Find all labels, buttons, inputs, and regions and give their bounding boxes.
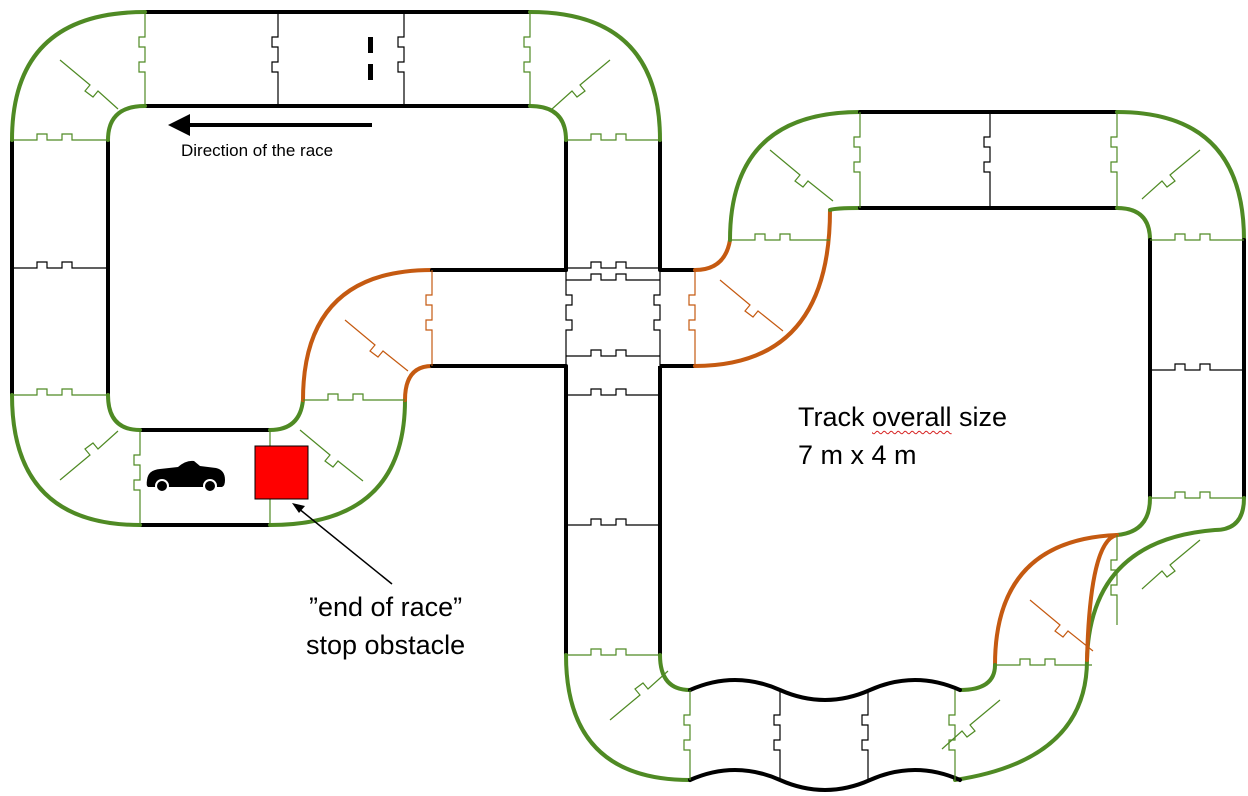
size-word-track: Track (798, 402, 872, 432)
joint (59, 59, 119, 110)
joint (271, 12, 279, 106)
joint (12, 261, 108, 269)
curve-orange-inner (403, 364, 434, 402)
joint (12, 133, 108, 141)
curve-orange-a-outer (693, 208, 832, 368)
joint (523, 12, 531, 106)
curve-top-left-outer (10, 10, 147, 142)
curve-bottom-mid-outer (268, 398, 407, 527)
stop-label-line2: stop obstacle (306, 630, 466, 660)
curve-right-bottom-outer (953, 496, 1246, 782)
stop-obstacle-label: ”end of race” stop obstacle (306, 588, 465, 664)
curve-right-top-right-outer (1115, 110, 1246, 242)
curve-right-inner-bottom (958, 663, 997, 692)
joint (995, 658, 1092, 666)
curve-orange-outer (301, 268, 434, 402)
curve-top-right-inner (528, 104, 568, 142)
crossing (564, 268, 695, 655)
track-size-line1: Track overall size (798, 398, 1007, 436)
joint (59, 430, 119, 481)
joint (566, 648, 660, 656)
joint (861, 690, 869, 780)
start-line-marks (368, 37, 373, 80)
joint (566, 349, 660, 357)
curve-right-top-left-outer (728, 110, 862, 242)
pointer-arrow (292, 503, 393, 585)
joint (551, 59, 611, 110)
arrow-head (168, 114, 190, 136)
car-wheel (155, 479, 169, 493)
joint (688, 270, 696, 366)
curve-right-bottom-inner (1115, 496, 1152, 537)
joint (397, 12, 405, 106)
joint (769, 149, 834, 202)
joint (653, 270, 661, 366)
curve-bottom-mid-inner (268, 398, 305, 432)
left-loop (10, 10, 662, 527)
curve-right-bottom-left-outer (564, 653, 692, 782)
curve-right-bottom-left-inner (658, 653, 692, 692)
joint (138, 12, 146, 106)
joint (1110, 535, 1118, 625)
joint (1150, 491, 1244, 499)
joint (1029, 599, 1094, 652)
joint (941, 699, 1001, 750)
curve-top-right-outer (528, 10, 662, 142)
joint (566, 518, 660, 526)
curve-right-top-right-inner (1115, 206, 1152, 242)
puzzle-joints (12, 12, 1244, 780)
car-wheel (203, 479, 217, 493)
joint (1141, 539, 1201, 590)
curve-right-top-left-inner (828, 206, 862, 212)
joint (948, 690, 956, 780)
curve-bottom-left-outer (10, 393, 142, 527)
joint (566, 388, 660, 396)
start-dash (368, 64, 373, 80)
joint (683, 690, 691, 780)
track-size-line2: 7 m x 4 m (798, 440, 917, 470)
joint (566, 261, 660, 269)
curve-orange-b-outer (993, 533, 1119, 667)
joint (853, 112, 861, 208)
joint (344, 319, 409, 372)
track-size-label: Track overall size 7 m x 4 m (798, 398, 1007, 474)
joint (1110, 112, 1118, 208)
pointer-head (292, 503, 305, 513)
joint (566, 133, 660, 141)
size-word-overall: overall (872, 402, 952, 432)
joint (1141, 149, 1201, 200)
joint (719, 279, 784, 332)
joint (565, 270, 573, 366)
joint (1150, 363, 1244, 371)
joint (303, 393, 405, 401)
car-icon (146, 460, 225, 493)
curve-orange-a-inner (693, 238, 732, 272)
size-word-size: size (951, 402, 1008, 432)
joint (773, 690, 781, 780)
stop-obstacle-icon (254, 445, 309, 500)
joint (425, 270, 433, 366)
joint (133, 430, 141, 525)
stop-label-line1: ”end of race” (309, 592, 463, 622)
joint (983, 112, 991, 208)
joint (299, 429, 364, 482)
pointer-shaft (297, 507, 393, 585)
direction-arrow-icon (168, 114, 372, 136)
curve-orange-b-inner (1085, 533, 1119, 662)
wavy-edge-inner (688, 678, 962, 702)
start-dash (368, 37, 373, 53)
joint (566, 273, 660, 281)
joint (730, 233, 830, 241)
joint (609, 670, 669, 721)
curve-top-left-inner (106, 104, 147, 142)
wavy-edge-outer (688, 768, 962, 792)
right-loop (564, 110, 1246, 792)
joint (12, 388, 108, 396)
curve-bottom-left-inner (106, 393, 142, 432)
direction-label: Direction of the race (181, 141, 334, 160)
joint (1150, 233, 1244, 241)
